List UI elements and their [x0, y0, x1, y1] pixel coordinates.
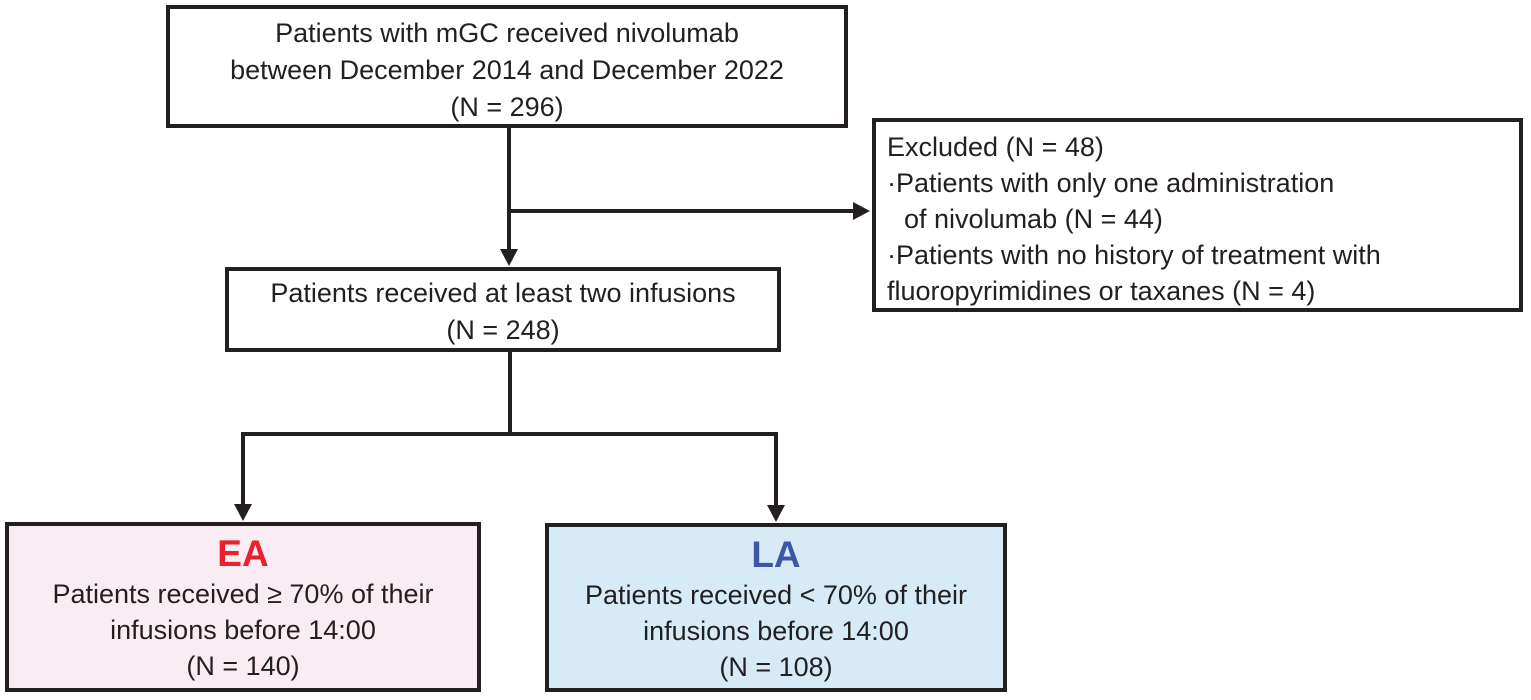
- excluded-reason-1: ·Patients with only one administration: [887, 168, 1335, 198]
- la-count: (N = 108): [719, 652, 833, 682]
- arrow-enrollment-to-infusions: [500, 126, 518, 266]
- la-line-1: Patients received < 70% of their: [585, 580, 967, 610]
- ea-line-2: infusions before 14:00: [110, 615, 376, 645]
- enrollment-line-1: Patients with mGC received nivolumab: [275, 18, 739, 48]
- enrollment-line-2: between December 2014 and December 2022: [230, 55, 784, 85]
- excluded-reason-2: ·Patients with no history of treatment w…: [887, 240, 1381, 270]
- infusions-line-1: Patients received at least two infusions: [270, 278, 736, 308]
- ea-count: (N = 140): [186, 651, 300, 681]
- split-connector: [243, 350, 776, 436]
- arrow-to-ea: [234, 432, 252, 521]
- excluded-reason-1-cont: of nivolumab (N = 44): [904, 204, 1163, 234]
- excluded-heading: Excluded (N = 48): [887, 132, 1104, 162]
- arrow-to-la: [767, 432, 785, 522]
- infusions-box: Patients received at least two infusions…: [225, 267, 781, 352]
- excluded-reason-2-cont: fluoropyrimidines or taxanes (N = 4): [887, 276, 1316, 306]
- infusions-count: (N = 248): [446, 315, 560, 345]
- ea-group-box: EA Patients received ≥ 70% of their infu…: [5, 522, 481, 692]
- enrollment-count: (N = 296): [450, 92, 564, 122]
- la-line-2: infusions before 14:00: [643, 616, 909, 646]
- excluded-box: Excluded (N = 48) ·Patients with only on…: [872, 118, 1523, 312]
- ea-line-1: Patients received ≥ 70% of their: [52, 579, 434, 609]
- la-group-title: LA: [751, 534, 801, 575]
- arrow-to-excluded: [509, 202, 870, 220]
- ea-group-title: EA: [217, 533, 269, 574]
- enrollment-box: Patients with mGC received nivolumab bet…: [166, 5, 848, 128]
- la-group-box: LA Patients received < 70% of their infu…: [545, 523, 1007, 692]
